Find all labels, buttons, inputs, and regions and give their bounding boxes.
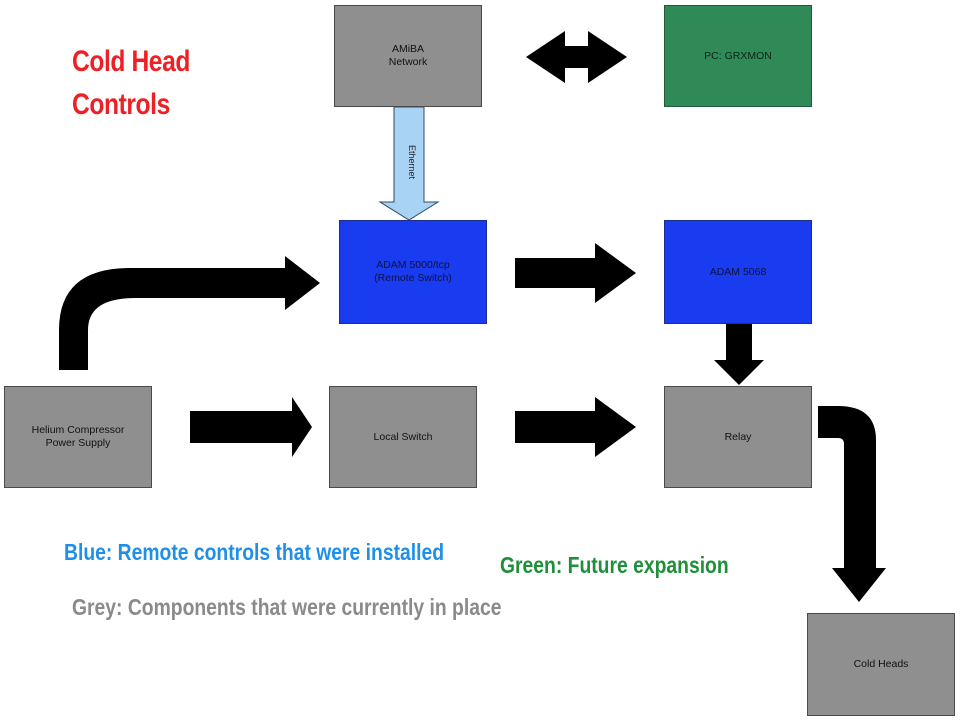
legend-grey: Grey: Components that were currently in …	[72, 594, 502, 620]
local-switch-node: Local Switch	[329, 386, 477, 488]
pc-grxmon-node: PC: GRXMON	[664, 5, 812, 107]
helium-to-adam5000-arrow	[59, 256, 320, 370]
legend-green: Green: Future expansion	[500, 552, 729, 578]
legend-blue: Blue: Remote controls that were installe…	[64, 539, 445, 565]
adam5000-tcp-node: ADAM 5000/tcp (Remote Switch)	[339, 220, 487, 324]
adam5068-to-relay-arrow	[714, 324, 764, 385]
local-switch-to-relay-arrow	[515, 397, 636, 457]
helium-to-local-switch-arrow	[190, 397, 312, 457]
relay-node: Relay	[664, 386, 812, 488]
adam5068-node: ADAM 5068	[664, 220, 812, 324]
diagram-title: Cold Head Controls	[72, 45, 190, 121]
helium-compressor-power-supply-node: Helium Compressor Power Supply	[4, 386, 152, 488]
ethernet-arrow	[378, 106, 440, 221]
amiba-network-node: AMiBA Network	[334, 5, 482, 107]
cold-heads-node: Cold Heads	[807, 613, 955, 716]
adam5000-to-adam5068-arrow	[515, 243, 636, 303]
amiba-pc-bidirectional-arrow	[526, 31, 627, 83]
relay-to-cold-heads-arrow	[818, 406, 886, 602]
ethernet-label: Ethernet	[407, 144, 417, 180]
